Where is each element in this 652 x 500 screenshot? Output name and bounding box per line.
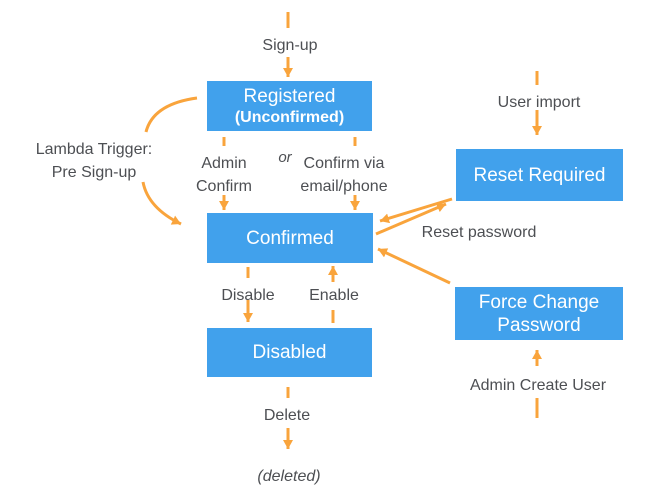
label-or: or — [278, 149, 292, 166]
state-force-change-label2: Password — [497, 314, 581, 336]
label-deleted: (deleted) — [257, 468, 321, 485]
state-registered: Registered (Unconfirmed) — [207, 81, 372, 131]
arc-lambda-trigger-upper — [144, 96, 198, 133]
state-registered-sublabel: (Unconfirmed) — [234, 109, 345, 126]
state-force-change-label: Force Change — [478, 291, 600, 313]
label-delete: Delete — [263, 407, 311, 424]
state-confirmed-label: Confirmed — [246, 227, 334, 249]
state-disabled-label: Disabled — [252, 342, 327, 363]
label-admin-create-user: Admin Create User — [469, 377, 607, 394]
state-confirmed: Confirmed — [207, 213, 373, 263]
label-confirm-via-line2: email/phone — [300, 178, 388, 195]
label-lambda-trigger-line2: Pre Sign-up — [51, 164, 137, 181]
label-reset-password: Reset password — [421, 224, 537, 241]
label-confirm-via-line1: Confirm via — [303, 155, 385, 172]
label-admin-confirm-line2: Confirm — [195, 178, 253, 195]
label-lambda-trigger: Lambda Trigger: Pre Sign-up — [36, 138, 153, 184]
arrow-force-change-to-confirmed — [377, 247, 451, 285]
label-lambda-trigger-line1: Lambda Trigger: — [35, 141, 153, 158]
state-disabled: Disabled — [207, 328, 372, 377]
arrow-confirmed-to-reset-required — [375, 202, 447, 236]
arrow-reset-required-to-confirmed — [379, 197, 453, 224]
label-admin-confirm: Admin Confirm — [196, 152, 252, 198]
label-disable: Disable — [221, 287, 275, 304]
state-force-change-password: Force Change Password — [455, 287, 623, 340]
label-sign-up: Sign-up — [262, 37, 318, 54]
state-registered-label: Registered — [243, 86, 336, 107]
label-enable: Enable — [309, 287, 359, 304]
state-reset-required: Reset Required — [456, 149, 623, 201]
label-admin-confirm-line1: Admin — [201, 155, 247, 172]
state-reset-required-label: Reset Required — [473, 164, 606, 186]
label-confirm-via: Confirm via email/phone — [300, 152, 387, 198]
label-user-import: User import — [497, 94, 581, 111]
arc-lambda-trigger-lower — [141, 181, 182, 226]
